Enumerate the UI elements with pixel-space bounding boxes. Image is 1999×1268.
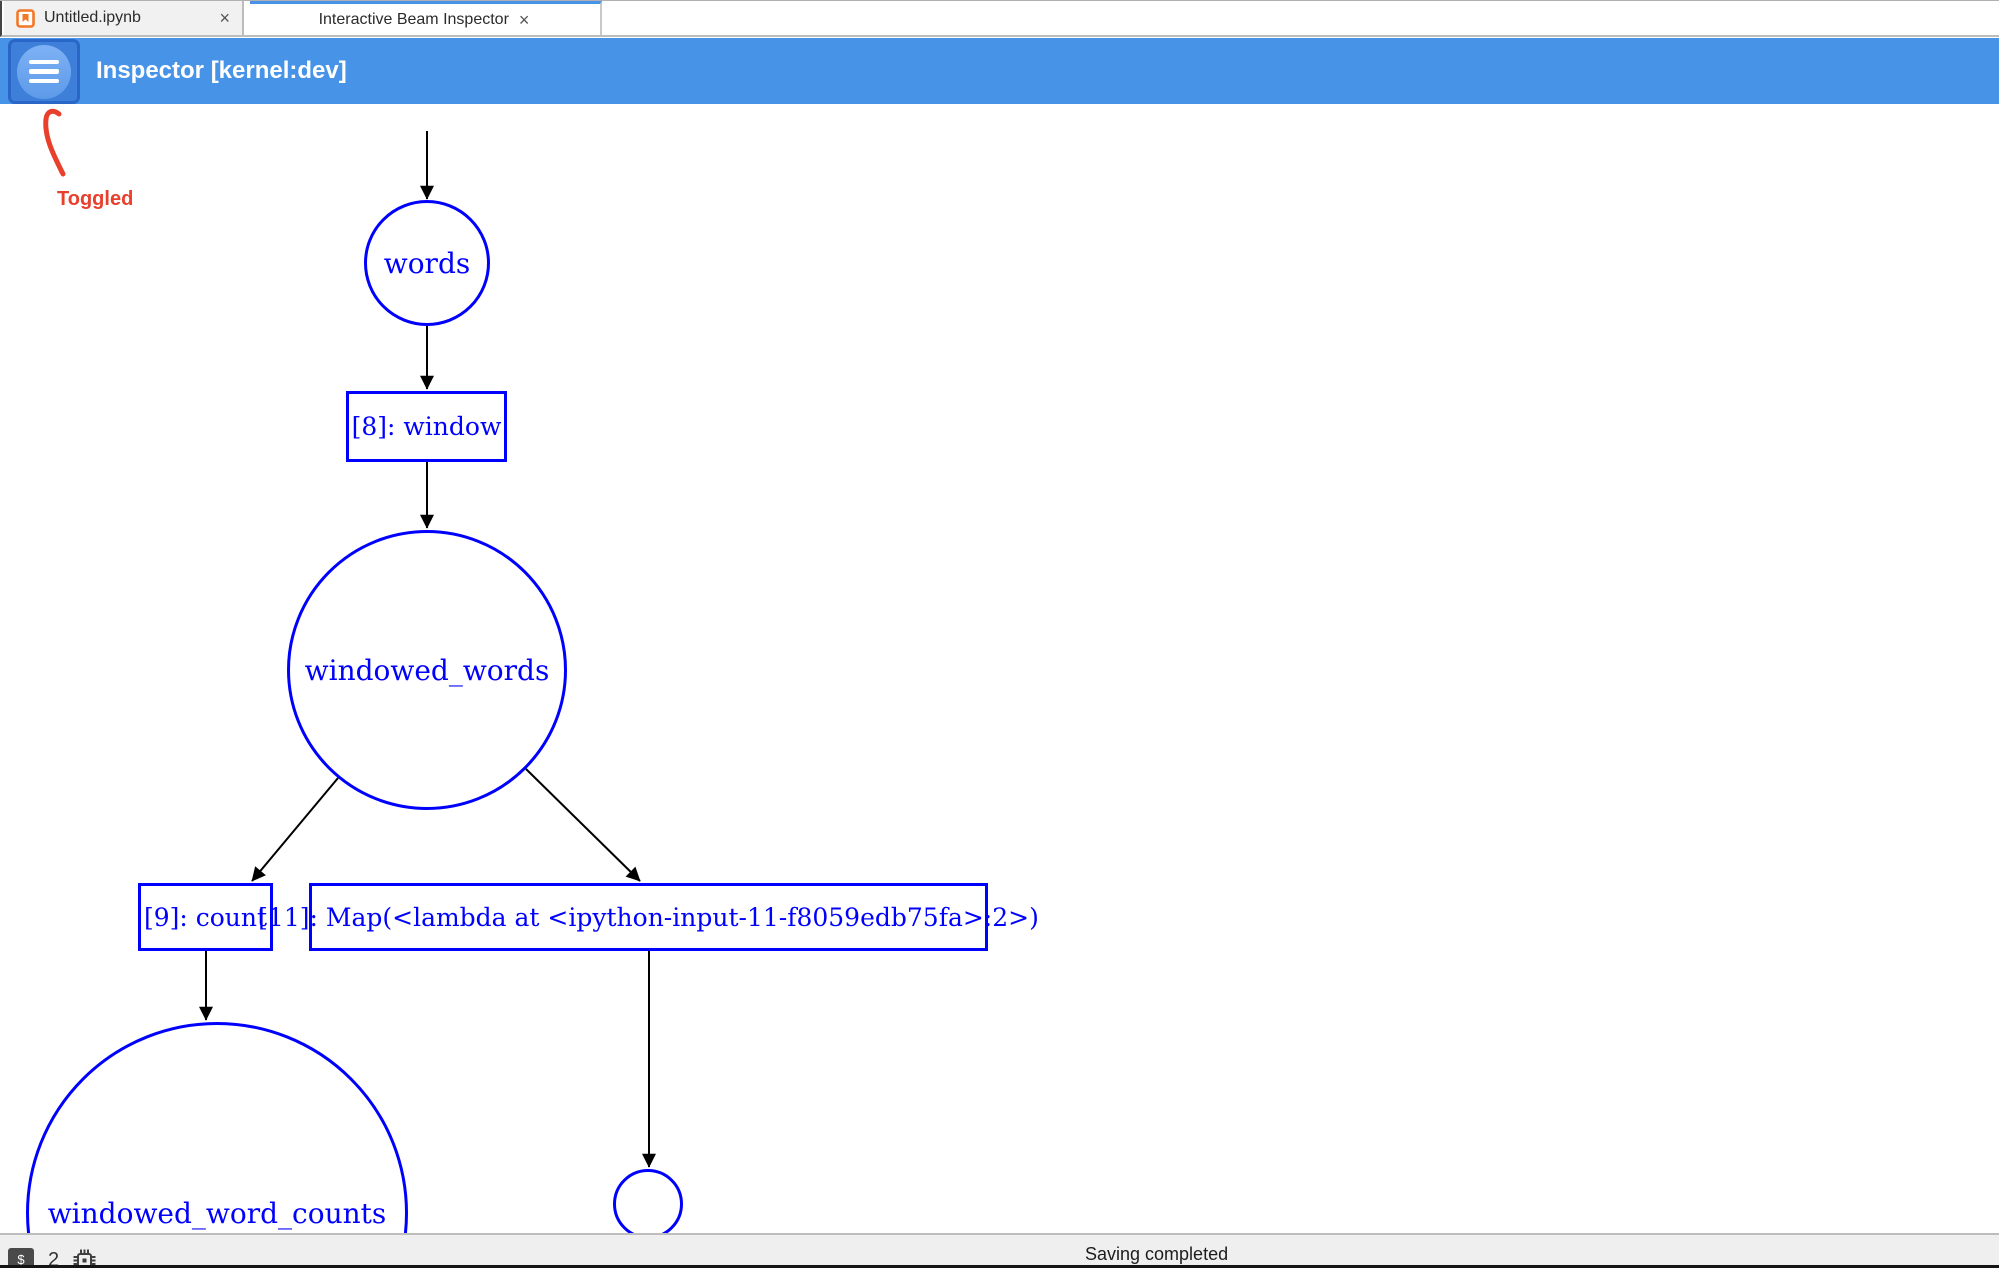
- node-label: [8]: window: [351, 412, 502, 441]
- node-label: [11]: Map(<lambda at <ipython-input-11-f…: [258, 902, 1039, 932]
- node-pcollection-windowed-words[interactable]: windowed_words: [287, 530, 567, 810]
- node-transform-window[interactable]: [8]: window: [346, 391, 507, 462]
- tab-label: Untitled.ipynb: [44, 9, 141, 26]
- notebook-icon: [16, 9, 35, 28]
- node-transform-count[interactable]: [9]: count: [138, 883, 273, 951]
- toggled-annotation-label: Toggled: [57, 188, 134, 210]
- tab-interactive-beam-inspector[interactable]: Interactive Beam Inspector ×: [250, 1, 602, 35]
- tab-label: Interactive Beam Inspector: [318, 10, 509, 28]
- page-title: Inspector [kernel:dev]: [96, 57, 347, 84]
- hamburger-menu-button[interactable]: [8, 39, 80, 104]
- tab-untitled-notebook[interactable]: Untitled.ipynb ×: [4, 1, 244, 35]
- status-bar-left-items: $ 2: [8, 1248, 96, 1268]
- terminal-count: 2: [48, 1249, 60, 1268]
- edge-windowedwords-map: [525, 768, 641, 882]
- tab-bar: Untitled.ipynb × Interactive Beam Inspec…: [0, 1, 1999, 37]
- node-pcollection-words[interactable]: words: [364, 200, 490, 326]
- terminal-icon[interactable]: $: [8, 1248, 34, 1268]
- inspector-header: Inspector [kernel:dev]: [0, 38, 1999, 104]
- edge-windowedwords-count: [251, 777, 339, 882]
- close-icon[interactable]: ×: [219, 8, 230, 28]
- node-pcollection-windowed-word-counts[interactable]: windowed_word_counts: [26, 1022, 408, 1233]
- hamburger-icon: [17, 44, 71, 99]
- pipeline-graph-canvas: words [8]: window windowed_words [9]: co…: [0, 104, 1999, 1233]
- kernel-icon[interactable]: [73, 1249, 96, 1268]
- node-label: windowed_words: [304, 653, 550, 687]
- node-pcollection-unnamed[interactable]: [613, 1169, 683, 1233]
- status-bar: $ 2 Saving completed: [0, 1233, 1999, 1268]
- node-transform-map-lambda[interactable]: [11]: Map(<lambda at <ipython-input-11-f…: [258, 883, 1039, 951]
- close-icon[interactable]: ×: [518, 9, 530, 30]
- node-label: windowed_word_counts: [47, 1196, 387, 1230]
- save-status-message: Saving completed: [1085, 1244, 1229, 1264]
- node-label: words: [383, 246, 471, 280]
- node-label: [9]: count: [143, 902, 268, 932]
